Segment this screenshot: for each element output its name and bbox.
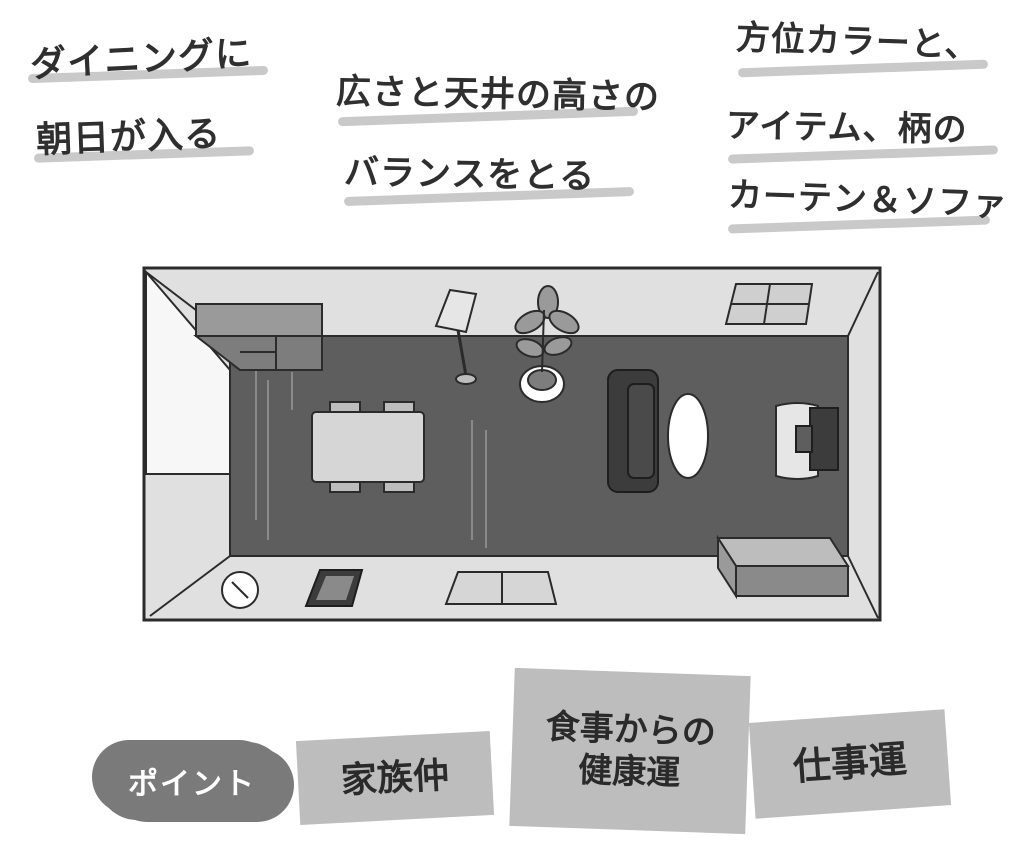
tag-work: 仕事運 <box>748 709 952 819</box>
coffee-table <box>667 393 709 479</box>
photo-frame <box>304 569 364 607</box>
window <box>724 283 814 325</box>
wall-clock <box>221 571 259 609</box>
tag-family: 家族仲 <box>295 730 495 826</box>
potted-plant <box>514 285 580 403</box>
bench <box>716 534 850 600</box>
point-badge: ポイント <box>98 742 286 820</box>
dining-table <box>311 401 425 493</box>
tv-stand <box>775 402 839 480</box>
window <box>444 571 558 605</box>
tag-health: 食事からの 健康運 <box>509 667 751 835</box>
room-walls <box>142 266 882 622</box>
floor-lamp <box>434 288 478 385</box>
tag-label: 仕事運 <box>791 737 909 790</box>
tag-label: 家族仲 <box>339 754 450 802</box>
tag-label: 食事からの 健康運 <box>545 706 717 794</box>
cabinet <box>193 303 323 371</box>
sofa <box>607 369 659 493</box>
